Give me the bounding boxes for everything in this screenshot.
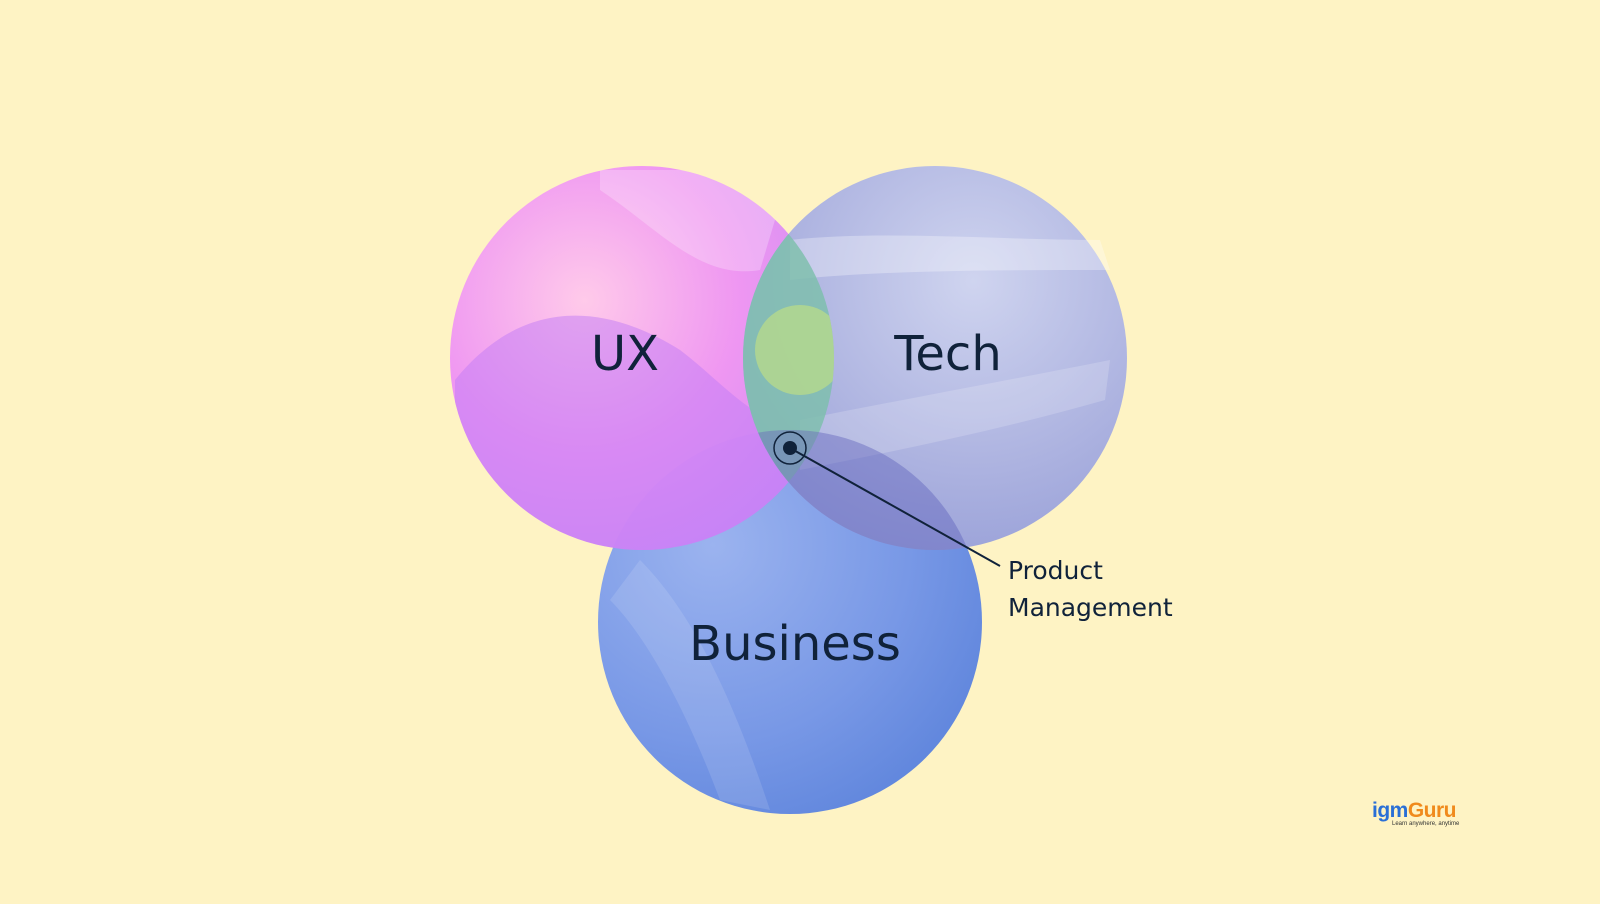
callout-line bbox=[789, 447, 1001, 567]
callout-dot bbox=[783, 441, 797, 455]
logo-wordmark: igmGuru bbox=[1372, 799, 1457, 823]
ux-highlight bbox=[600, 170, 790, 272]
callout-label-line2: Management bbox=[1008, 593, 1173, 622]
business-label: Business bbox=[689, 616, 901, 672]
tech-label: Tech bbox=[893, 326, 1002, 382]
logo-tagline: Learn anywhere, anytime bbox=[1392, 821, 1460, 827]
igmguru-logo: igmGuru Learn anywhere, anytime bbox=[1372, 799, 1472, 829]
ux-tech-overlap-glow bbox=[755, 305, 834, 395]
tech-circle bbox=[743, 166, 1127, 550]
ux-swirl bbox=[455, 315, 800, 550]
tech-swirl-2 bbox=[800, 360, 1110, 470]
ux-label: UX bbox=[591, 326, 659, 382]
callout-ring bbox=[773, 431, 807, 465]
callout-label-line1: Product bbox=[1008, 556, 1103, 585]
tech-swirl-1 bbox=[790, 235, 1110, 280]
logo-part-igm: igm bbox=[1372, 799, 1408, 822]
tech-business-overlap bbox=[743, 430, 982, 550]
logo-part-guru: Guru bbox=[1407, 799, 1457, 822]
business-swirl bbox=[610, 560, 770, 810]
